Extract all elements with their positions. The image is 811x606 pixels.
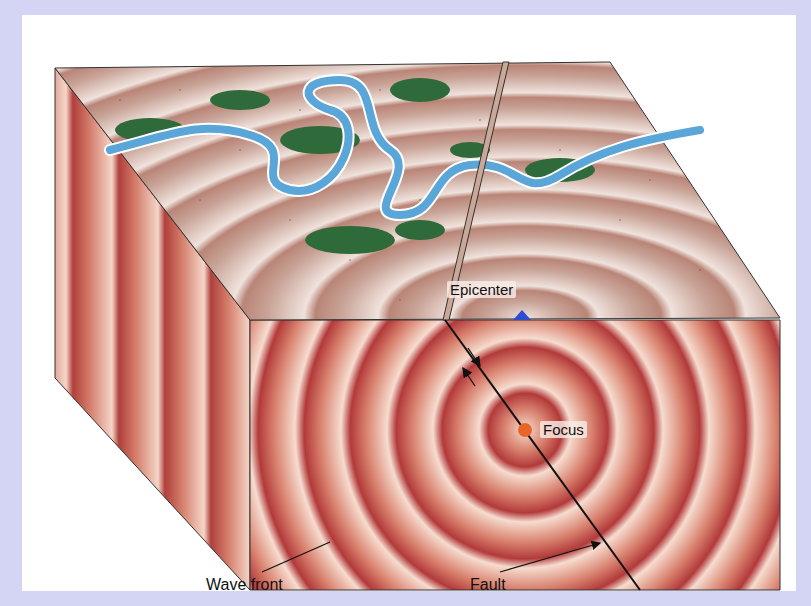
epicenter-label: Epicenter xyxy=(447,281,516,298)
wave-front-label: Wave front xyxy=(206,576,283,594)
fault-line xyxy=(445,320,640,590)
fault-label: Fault xyxy=(470,576,506,594)
ground-texture xyxy=(119,89,701,301)
slip-arrow xyxy=(468,348,480,366)
block-front-face xyxy=(250,320,780,590)
vegetation xyxy=(115,78,595,254)
block-top-face xyxy=(55,62,780,320)
slip-arrow xyxy=(463,368,475,386)
leader-line xyxy=(262,542,330,572)
leader-line xyxy=(500,543,600,572)
epicenter-marker xyxy=(513,310,531,320)
river-bank xyxy=(110,80,700,215)
page-ground xyxy=(22,15,796,591)
focus-dot xyxy=(518,423,532,437)
focus-label: Focus xyxy=(540,421,587,438)
river xyxy=(110,80,700,215)
